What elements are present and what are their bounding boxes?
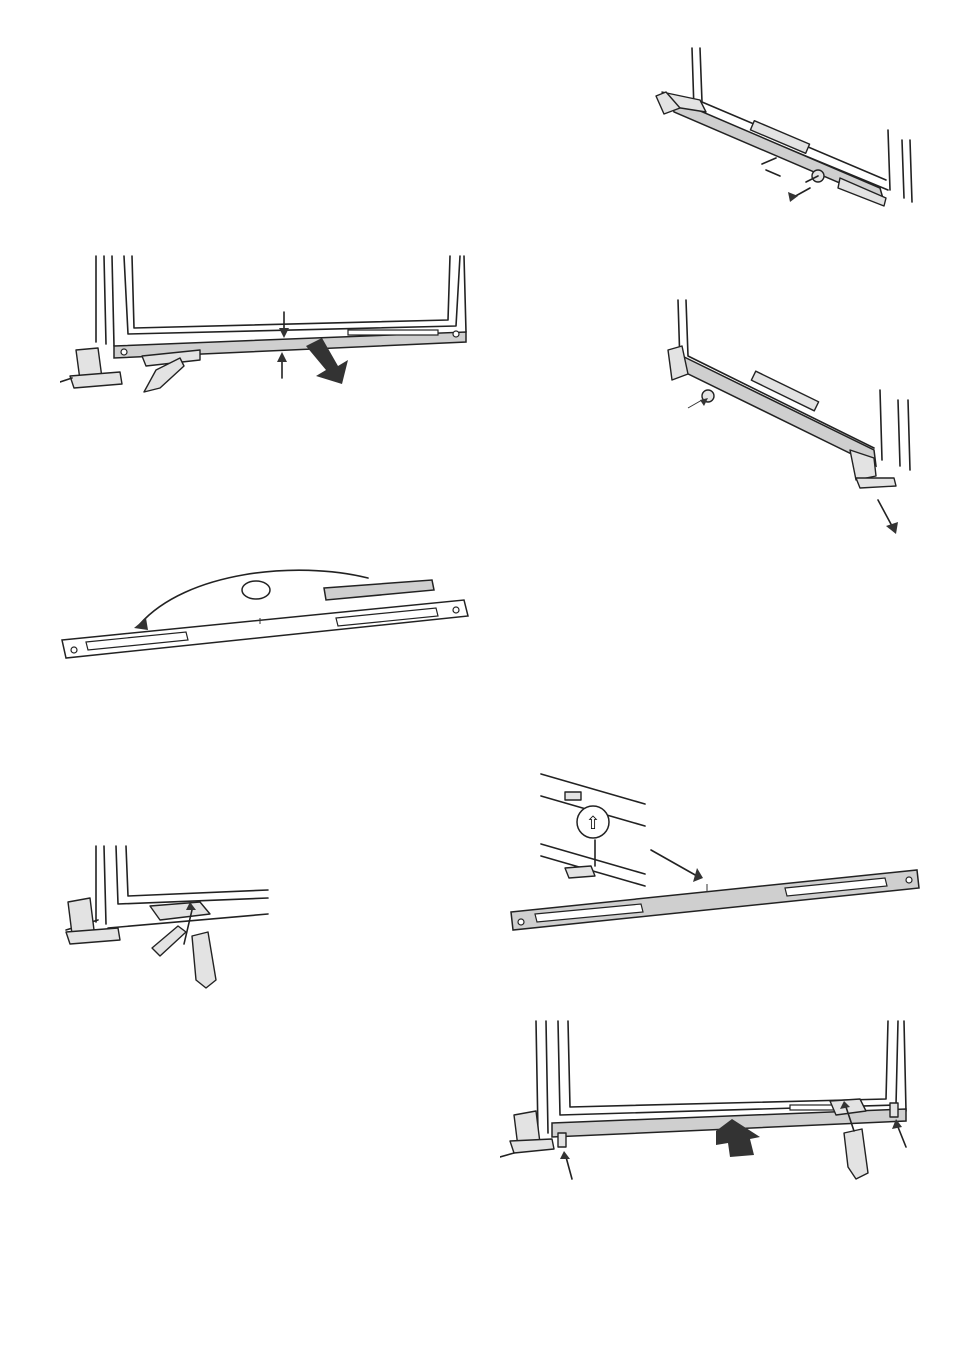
fig-swap-trim-part: [56, 560, 476, 670]
fig-refit-trim: [500, 1015, 920, 1185]
fig-hinge-clip: [60, 840, 280, 990]
up-arrow-circle-icon: ⇧: [585, 813, 600, 834]
fig-remove-cover-right: screw-removal-arrows-icon: [640, 40, 930, 220]
fig-unscrew-left: [660, 290, 920, 540]
fig-unclip-trim: [60, 250, 480, 400]
fig-align-trim: ⇧: [505, 770, 925, 940]
